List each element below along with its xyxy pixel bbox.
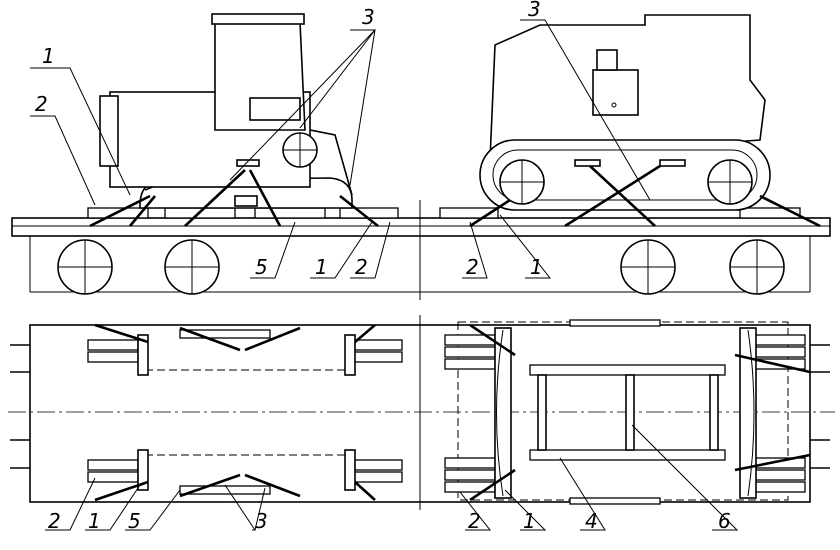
callout-1: 1 xyxy=(88,509,101,533)
callout-labels-plan: 2 1 5 3 2 1 4 6 xyxy=(48,509,731,533)
lashings-side xyxy=(89,164,821,228)
lashings-plan xyxy=(94,323,811,502)
callout-5: 5 xyxy=(128,509,141,533)
callout-4: 4 xyxy=(585,509,598,533)
callout-1: 1 xyxy=(42,44,55,68)
plan-view: 2 1 5 3 2 1 4 6 xyxy=(8,315,835,533)
callout-3: 3 xyxy=(255,509,268,533)
callout-1: 1 xyxy=(530,255,543,279)
callout-2: 2 xyxy=(35,92,48,116)
platform-plan xyxy=(8,315,835,510)
leader-lines-plan xyxy=(45,424,739,531)
callout-labels-side: 1 2 3 3 5 1 2 2 1 xyxy=(35,0,543,279)
callout-3: 3 xyxy=(528,0,541,21)
leader-lines-side xyxy=(30,19,651,279)
callout-2: 2 xyxy=(468,509,481,533)
crawler-tractor xyxy=(479,14,771,211)
callout-1: 1 xyxy=(523,509,536,533)
callout-2: 2 xyxy=(466,255,479,279)
callout-3: 3 xyxy=(362,5,375,29)
railcar-platform xyxy=(11,200,831,300)
callout-5: 5 xyxy=(255,255,268,279)
wheelset xyxy=(57,239,785,295)
chocks-plan xyxy=(137,327,757,499)
side-view: 1 2 3 3 5 1 2 2 1 xyxy=(11,0,831,300)
callout-2: 2 xyxy=(48,509,61,533)
callout-2: 2 xyxy=(355,255,368,279)
callout-1: 1 xyxy=(315,255,328,279)
spacer-frame xyxy=(529,364,726,461)
bulldozer xyxy=(99,13,353,209)
callout-6: 6 xyxy=(718,509,731,533)
